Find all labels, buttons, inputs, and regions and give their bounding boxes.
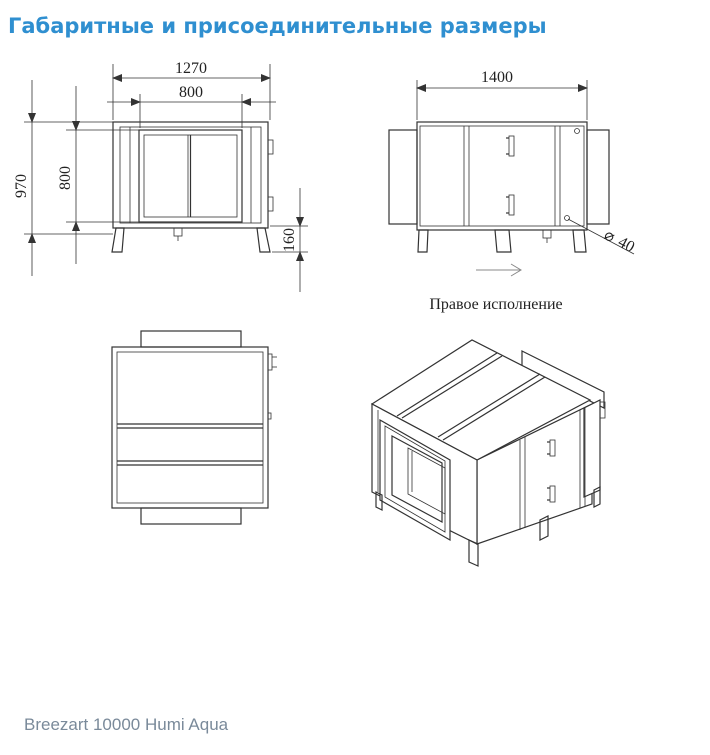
side-view: 1400 ⌀ 40 Правое исполнение [388,69,637,313]
dim-diameter-symbol: ⌀ [601,227,618,247]
dim-diameter: 40 [615,234,637,257]
dim-height-total: 970 [13,174,30,198]
front-view: 1270 800 970 800 [13,60,308,292]
dim-width-total: 1270 [175,60,207,77]
dim-length: 1400 [481,69,513,86]
dim-leg-height: 160 [281,228,298,252]
page-title: Габаритные и присоединительные размеры [8,14,547,38]
isometric-view [370,339,606,567]
top-view [111,330,277,525]
dim-width-inner: 800 [179,84,203,101]
product-name: Breezart 10000 Humi Aqua [24,715,229,734]
side-caption: Правое исполнение [429,296,562,313]
dim-height-inner: 800 [57,166,74,190]
